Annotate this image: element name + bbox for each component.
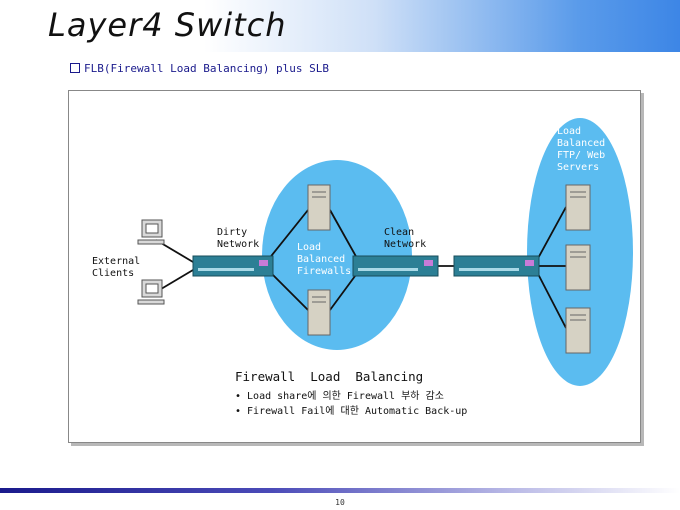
header-banner <box>0 0 680 52</box>
servers-label: Load Balanced FTP/ Web Servers <box>557 126 606 173</box>
footer-bar <box>0 488 680 493</box>
client-pc-2 <box>137 279 165 305</box>
server-tower-3 <box>565 307 591 354</box>
clean-network-label: Clean Network <box>384 227 427 250</box>
firewall-tower-1 <box>307 184 331 231</box>
subtitle: FLB(Firewall Load Balancing) plus SLB <box>70 62 329 75</box>
network-diagram <box>137 118 633 386</box>
point-2: • Firewall Fail에 대한 Automatic Back-up <box>235 406 468 417</box>
clean-switch <box>453 255 540 277</box>
diagram-heading: Firewall Load Balancing <box>235 369 424 384</box>
external-clients-label: External Clients <box>92 256 141 279</box>
point-1: • Load share에 의한 Firewall 부하 감소 <box>235 391 444 402</box>
server-tower-1 <box>565 184 591 231</box>
firewalls-label: Load Balanced Firewalls <box>297 242 352 277</box>
page-number: 10 <box>335 498 345 507</box>
dirty-network-label: Dirty Network <box>217 227 260 250</box>
server-tower-2 <box>565 244 591 291</box>
dirty-switch <box>192 255 274 277</box>
middle-switch <box>352 255 439 277</box>
slide-title: Layer4 Switch <box>48 6 287 44</box>
firewall-tower-2 <box>307 289 331 336</box>
checkbox-bullet-icon <box>70 63 80 73</box>
subtitle-text: FLB(Firewall Load Balancing) plus SLB <box>84 62 330 75</box>
client-pc-1 <box>137 219 165 245</box>
